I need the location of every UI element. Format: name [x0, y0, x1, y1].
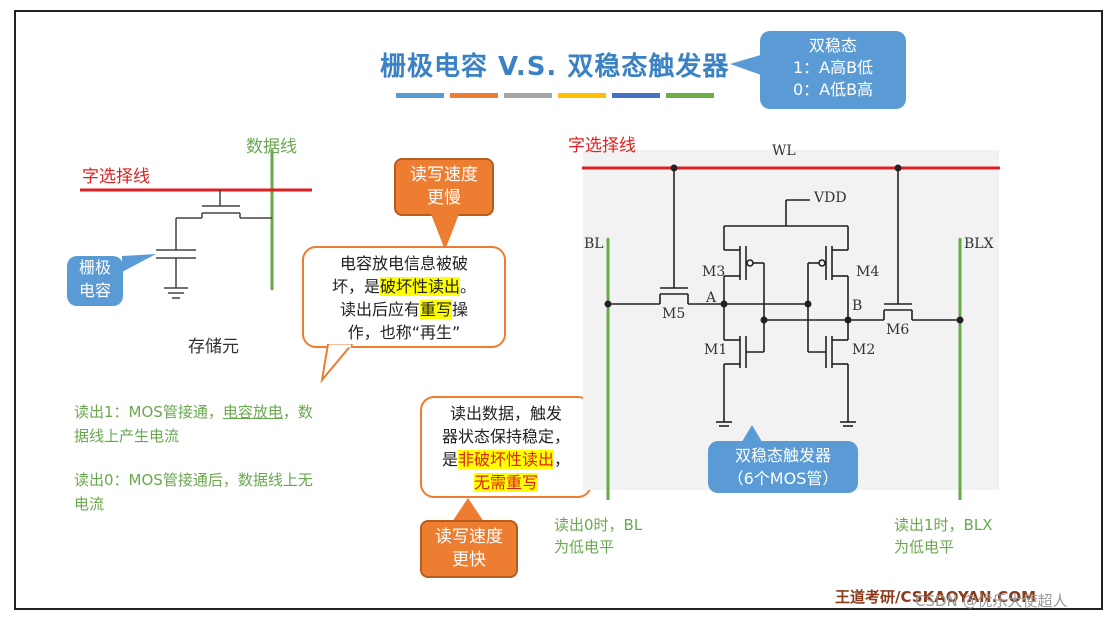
slow-line1: 读写速度: [410, 165, 478, 185]
dn-line2a: 坏，是: [331, 277, 380, 296]
flipflop-line2: （6个MOS管）: [727, 469, 839, 488]
nn-line3a: 是: [441, 450, 458, 469]
flipflop-callout: 双稳态触发器 （6个MOS管）: [708, 441, 858, 493]
title-color-bar: [666, 93, 714, 98]
destructive-read-note: 电容放电信息被破 坏，是破坏性读出。 读出后应有重写操 作，也称“再生”: [302, 246, 506, 348]
dn-line2b: 。: [460, 277, 477, 296]
read1-underline: 电容放电: [222, 403, 283, 421]
flipflop-line1: 双稳态触发器: [734, 446, 831, 465]
title-color-bar: [396, 93, 444, 98]
vdd-label: VDD: [814, 190, 847, 206]
bistable-callout: 双稳态 1：A高B低 0：A低B高: [760, 31, 906, 109]
nn-line3b: ，: [554, 450, 571, 469]
bistable-line1: 双稳态: [808, 36, 857, 55]
gate-cap-line2: 电容: [78, 281, 111, 300]
title-color-bar: [504, 93, 552, 98]
blx-read-line1: 读出1时，BLX: [894, 516, 993, 534]
read0-description: 读出0：MOS管接通后，数据线上无 电流: [74, 468, 313, 516]
fast-speed-callout: 读写速度 更快: [420, 520, 518, 578]
storage-cell-label: 存储元: [188, 337, 239, 357]
bistable-line3: 0：A低B高: [792, 80, 874, 99]
nn-line3hl: 非破坏性读出: [457, 450, 554, 469]
dn-line3a: 读出后应有: [339, 300, 420, 319]
dn-line3hl: 重写: [419, 300, 452, 319]
sram-6t-diagram: [582, 164, 1000, 500]
dn-line3b: 操: [452, 300, 469, 319]
bistable-callout-pointer: [730, 54, 764, 76]
bl-read-note: 读出0时，BL 为低电平: [554, 514, 642, 558]
nondestructive-read-note: 读出数据，触发 器状态保持稳定， 是非破坏性读出， 无需重写: [420, 396, 592, 498]
dn-line4: 作，也称“再生”: [347, 323, 461, 342]
fast-line1: 读写速度: [435, 527, 503, 547]
bl-read-line1: 读出0时，BL: [554, 516, 643, 534]
slow-line2: 更慢: [427, 188, 461, 208]
slide-title: 栅极电容 V.S. 双稳态触发器: [380, 52, 730, 82]
footer-watermark: CSDN @优乐大使超人: [915, 592, 1068, 610]
title-color-bar: [450, 93, 498, 98]
title-color-bar: [558, 93, 606, 98]
m4-label: M4: [856, 264, 880, 280]
read1-line2: 据线上产生电流: [74, 427, 180, 445]
gate-capacitor-callout: 栅极 电容: [67, 256, 123, 306]
blx-read-note: 读出1时，BLX 为低电平: [894, 514, 992, 558]
nn-line1: 读出数据，触发: [449, 404, 562, 423]
capacitor-cell-diagram: [80, 150, 312, 299]
m6-label: M6: [886, 322, 910, 338]
slow-callout-pointer: [431, 214, 459, 250]
nn-line2: 器状态保持稳定，: [441, 427, 570, 446]
wl-label: WL: [772, 143, 796, 159]
read0-line2: 电流: [74, 495, 105, 513]
node-a-label: A: [706, 290, 717, 306]
m2-label: M2: [852, 342, 876, 358]
destructive-note-tail: [320, 344, 354, 384]
slow-speed-callout: 读写速度 更慢: [394, 158, 494, 216]
fast-line2: 更快: [452, 550, 486, 570]
gate-cap-line1: 栅极: [78, 258, 111, 277]
bl-label: BL: [584, 236, 604, 252]
read0-line1: 读出0：MOS管接通后，数据线上无: [74, 471, 313, 489]
read1-part1: 读出1：MOS管接通，: [74, 403, 223, 421]
dn-line1: 电容放电信息被破: [339, 254, 468, 273]
word-line-label-right: 字选择线: [568, 136, 636, 156]
node-b-label: B: [852, 298, 863, 314]
bl-read-line2: 为低电平: [554, 538, 615, 556]
m1-label: M1: [704, 342, 728, 358]
read1-description: 读出1：MOS管接通，电容放电，数 据线上产生电流: [74, 400, 313, 448]
m5-label: M5: [662, 306, 686, 322]
fast-callout-pointer: [452, 498, 484, 522]
read1-part2: ，数: [282, 403, 313, 421]
dn-line2hl: 破坏性读出: [379, 277, 460, 296]
nn-line4hl: 无需重写: [473, 473, 538, 492]
bistable-line2: 1：A高B低: [792, 58, 874, 77]
footer-brand: 王道考研/CSKAOYAN.COM: [835, 588, 1036, 606]
blx-label: BLX: [964, 236, 994, 252]
title-color-bar: [612, 93, 660, 98]
data-line-label: 数据线: [246, 137, 297, 157]
gate-capacitor-pointer: [122, 254, 156, 272]
m3-label: M3: [702, 264, 726, 280]
word-line-label-left: 字选择线: [82, 167, 150, 187]
flipflop-callout-pointer: [740, 425, 764, 445]
blx-read-line2: 为低电平: [894, 538, 955, 556]
